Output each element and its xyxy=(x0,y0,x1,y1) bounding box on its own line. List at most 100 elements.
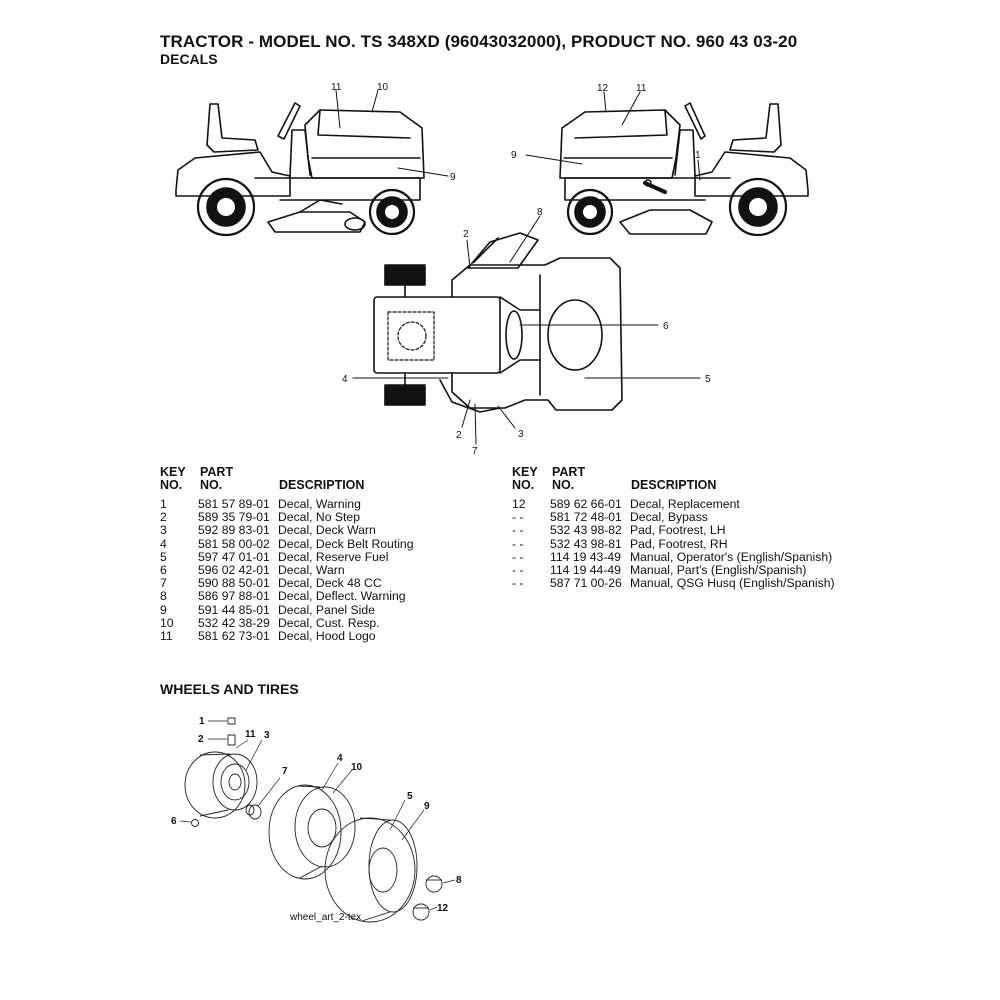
part-number-cell: 114 19 43-49 xyxy=(550,549,621,564)
bolt-part xyxy=(179,819,199,827)
callout-label: 6 xyxy=(171,816,177,827)
callout-label: 12 xyxy=(437,903,449,914)
description-cell: Decal, No Step xyxy=(278,510,360,525)
part-number-cell: 586 97 88-01 xyxy=(198,589,270,604)
description-cell: Decal, Warning xyxy=(278,497,361,511)
callout-label: 9 xyxy=(450,172,456,183)
part-number-cell: 532 43 98-81 xyxy=(550,536,622,551)
valve-stem-part xyxy=(208,734,236,746)
description-cell: Pad, Footrest, RH xyxy=(630,536,728,551)
description-cell: Decal, Deck Belt Routing xyxy=(278,536,414,551)
callout-label: 2 xyxy=(456,430,462,441)
bushing-part xyxy=(245,777,281,820)
callout-label: 7 xyxy=(282,766,288,777)
part-number-cell: 590 88 50-01 xyxy=(198,576,270,591)
part-number-cell: 581 58 00-02 xyxy=(198,536,270,551)
part-number-cell: 591 44 85-01 xyxy=(198,602,270,617)
key-cell: 8 xyxy=(160,589,167,604)
callout-label: 5 xyxy=(705,374,711,385)
callout-label: 4 xyxy=(337,753,343,764)
callout-label: 1 xyxy=(695,150,701,161)
rim-part xyxy=(184,739,263,819)
description-cell: Decal, Hood Logo xyxy=(278,629,376,643)
description-cell: Decal, Warn xyxy=(278,563,345,577)
callout-label: 11 xyxy=(331,82,342,93)
part-number-cell: 581 72 48-01 xyxy=(550,510,622,525)
key-cell: - - xyxy=(512,536,524,551)
part-number-cell: 581 62 73-01 xyxy=(198,629,270,643)
callout-label: 9 xyxy=(424,801,430,812)
part-number-cell: 532 43 98-82 xyxy=(550,523,622,538)
description-cell: Decal, Reserve Fuel xyxy=(278,549,389,564)
column-header-description: DESCRIPTION xyxy=(631,478,717,492)
callout-label: 2 xyxy=(463,229,469,240)
part-number-cell: 589 62 66-01 xyxy=(550,497,622,511)
part-number-cell: 114 19 44-49 xyxy=(550,563,621,577)
description-cell: Manual, Operator's (English/Spanish) xyxy=(630,549,833,564)
part-number-cell: 587 71 00-26 xyxy=(550,576,622,591)
key-cell: - - xyxy=(512,576,524,591)
key-cell: - - xyxy=(512,510,524,525)
callout-label: 4 xyxy=(342,374,348,385)
tire-front-part xyxy=(268,762,356,880)
tractor-left-side-view xyxy=(175,89,449,237)
description-cell: Decal, Deck Warn xyxy=(278,523,376,538)
key-cell: - - xyxy=(512,549,524,564)
callout-label: 9 xyxy=(511,150,517,161)
key-cell: 11 xyxy=(160,629,173,643)
description-cell: Decal, Replacement xyxy=(630,497,740,511)
description-cell: Decal, Cust. Resp. xyxy=(278,615,380,630)
tractor-right-side-view xyxy=(525,91,809,237)
page-title: TRACTOR - MODEL NO. TS 348XD (9604303200… xyxy=(160,32,798,51)
tire-rear-part xyxy=(324,799,425,923)
column-header-key-no: NO. xyxy=(512,478,535,492)
column-header-key: KEY xyxy=(160,465,186,479)
callout-label: 7 xyxy=(472,446,478,457)
column-header-key-no: NO. xyxy=(160,478,183,492)
key-cell: 4 xyxy=(160,536,167,551)
callout-label: 6 xyxy=(663,321,669,332)
key-cell: 10 xyxy=(160,615,174,630)
parts-table-right: KEY NO. PART NO. DESCRIPTION 12 589 62 66… xyxy=(512,465,842,596)
key-cell: 7 xyxy=(160,576,167,591)
callout-label: 12 xyxy=(597,83,609,94)
description-cell: Manual, QSG Husq (English/Spanish) xyxy=(630,576,835,591)
decals-diagram: 11 10 9 12 11 9 1 2 8 6 4 5 2 7 3 xyxy=(175,82,809,457)
key-cell: 5 xyxy=(160,549,167,564)
column-header-part-no: NO. xyxy=(552,478,575,492)
callout-label: 5 xyxy=(407,791,413,802)
cap-part xyxy=(425,875,456,893)
description-cell: Decal, Deflect. Warning xyxy=(278,589,406,604)
description-cell: Decal, Panel Side xyxy=(278,602,375,617)
key-cell: 12 xyxy=(512,497,526,511)
column-header-part-no: NO. xyxy=(200,478,223,492)
description-cell: Pad, Footrest, LH xyxy=(630,523,726,538)
key-cell: 9 xyxy=(160,602,167,617)
description-cell: Manual, Part's (English/Spanish) xyxy=(630,563,807,577)
callout-label: 1 xyxy=(199,716,205,727)
key-cell: 1 xyxy=(160,497,167,511)
description-cell: Decal, Bypass xyxy=(630,510,708,525)
callout-label: 2 xyxy=(198,734,204,745)
column-header-part: PART xyxy=(552,465,586,479)
part-number-cell: 597 47 01-01 xyxy=(198,549,270,564)
description-cell: Decal, Deck 48 CC xyxy=(278,576,382,591)
callout-label: 8 xyxy=(537,207,543,218)
callout-label: 11 xyxy=(245,729,256,740)
key-cell: 2 xyxy=(160,510,167,525)
callout-label: 3 xyxy=(518,429,524,440)
column-header-description: DESCRIPTION xyxy=(279,478,365,492)
callout-label: 3 xyxy=(264,730,270,741)
key-cell: - - xyxy=(512,523,524,538)
part-number-cell: 532 42 38-29 xyxy=(198,615,270,630)
part-number-cell: 592 89 83-01 xyxy=(198,523,270,538)
part-number-cell: 596 02 42-01 xyxy=(198,563,270,577)
callout-label: 10 xyxy=(351,762,363,773)
art-caption: wheel_art_2-tex xyxy=(289,912,361,923)
column-header-key: KEY xyxy=(512,465,538,479)
valve-cap-part xyxy=(208,717,236,725)
key-cell: - - xyxy=(512,563,524,577)
part-number-cell: 589 35 79-01 xyxy=(198,510,270,525)
